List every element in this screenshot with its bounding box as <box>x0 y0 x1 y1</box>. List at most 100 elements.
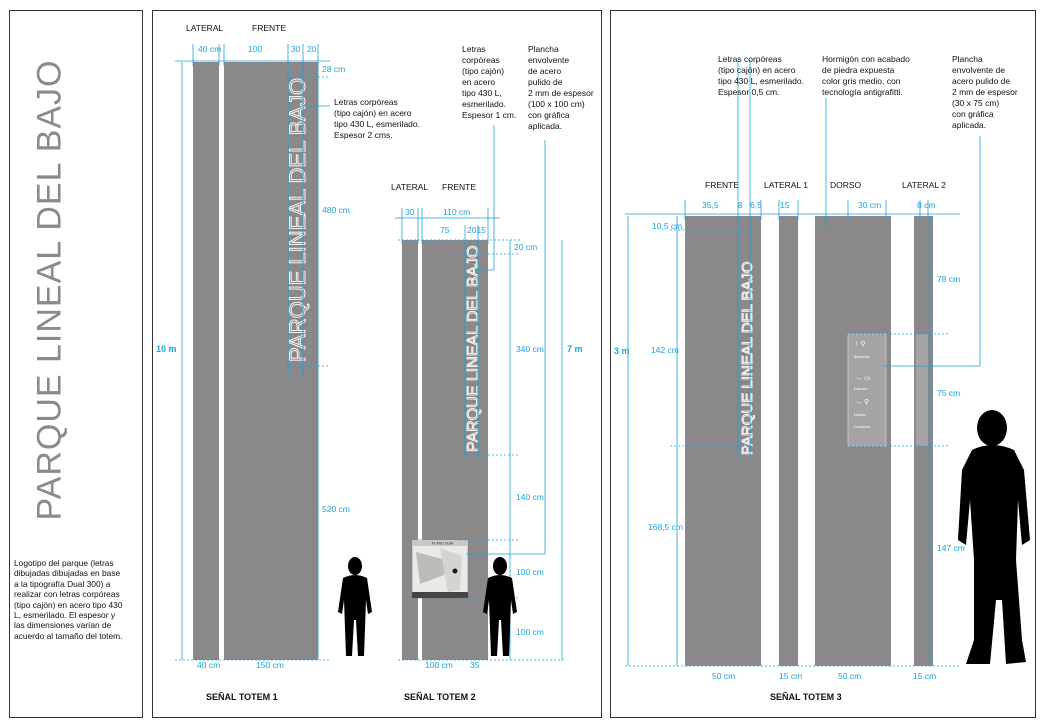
totem3-plate-note-3: acero pulido de <box>952 76 1010 86</box>
person-silhouette-1 <box>338 557 372 656</box>
totem2-plate-note: Plancha envolvente de acero pulido de 2 … <box>528 44 594 131</box>
totem3-dim-bottom-50a: 50 cm <box>712 671 735 681</box>
totem2-plate-note-4: pulido de <box>528 77 563 87</box>
totem3-lateral2-label: LATERAL 2 <box>902 180 946 190</box>
totem3-dim-8: 8 <box>738 200 743 210</box>
totem2-dim-340: 340 cm <box>516 344 544 354</box>
totem3-plate-line-2: Estación <box>854 387 867 391</box>
totem1-dim-top-30: 30 <box>291 44 301 54</box>
totem3-dim-75: 75 cm <box>937 388 960 398</box>
totem1-note-line-1: Letras corpóreas <box>334 97 398 107</box>
totem3-dim-142: 142 cm <box>651 345 679 355</box>
arrow-up-icon: ↑ ⚲ <box>855 340 866 348</box>
totem3-concrete-note-1: Hormigón con acabado <box>822 54 910 64</box>
totem3-dim-78: 78 cm <box>937 274 960 284</box>
totem2-caption: SEÑAL TOTEM 2 <box>404 692 476 702</box>
totem1-caption: SEÑAL TOTEM 1 <box>206 692 278 702</box>
totem1-lateral-label: LATERAL <box>186 23 223 33</box>
totem3-dim-bottom-15a: 15 cm <box>779 671 802 681</box>
person-silhouette-3 <box>958 410 1030 664</box>
totem2-letters-note-7: Espesor 1 cm. <box>462 110 516 120</box>
totem3-letters-note-4: Espesor 0,5 cm. <box>718 87 779 97</box>
totem2-letters-note-5: tipo 430 L, <box>462 88 502 98</box>
totem3-dim-105: 10,5 cm <box>652 221 682 231</box>
totem2-plate-note-6: (100 x 100 cm) <box>528 99 585 109</box>
totem3-letters-note: Letras corpóreas (tipo cajón) en acero t… <box>718 54 804 97</box>
totem3-plate-note-2: envolvente de <box>952 65 1005 75</box>
totem3-letters-note-3: tipo 430 L, esmerilado. <box>718 76 804 86</box>
totem1-dim-total: 10 m <box>156 344 177 354</box>
totem1-dim-top-20: 20 <box>307 44 317 54</box>
totem3-frente-label: FRENTE <box>705 180 739 190</box>
totem3-dim-bottom-15b: 15 cm <box>913 671 936 681</box>
person-silhouette-2 <box>483 557 517 656</box>
totem2-frente-label: FRENTE <box>442 182 476 192</box>
totem2-plate-note-3: de acero <box>528 66 561 76</box>
totem3-dim-65: 6,5 <box>750 200 762 210</box>
totem2-dim-bottom-35: 35 <box>470 660 480 670</box>
totem3-letters-note-2: (tipo cajón) en acero <box>718 65 796 75</box>
totem3-dim-1685: 168,5 cm <box>648 522 683 532</box>
totem1-dim-top-40: 40 cm <box>198 44 221 54</box>
totem3-plate-line-1: Bicisenda <box>854 355 869 359</box>
totem1-dim-480: 480 cm <box>322 205 350 215</box>
totem1-dim-520: 520 cm <box>322 504 350 514</box>
totem2-logo: PARQUE LINEAL DEL BAJO <box>465 245 482 452</box>
totem1-logo: PARQUE LINEAL DEL BAJO <box>285 78 310 362</box>
totem2-letters-note: Letras corpóreas (tipo cajón) en acero t… <box>462 44 516 120</box>
totem2-dim-100a: 100 cm <box>516 567 544 577</box>
totem1-dim-top-100: 100 <box>248 44 262 54</box>
totem2-plate-note-5: 2 mm de espesor <box>528 88 594 98</box>
totem2-letters-note-4: en acero <box>462 77 495 87</box>
totem2-dim-bottom-100: 100 cm <box>425 660 453 670</box>
arrow-right-walk-icon: → ⚲ <box>855 398 869 406</box>
totem3-dim-total: 3 m <box>614 346 630 356</box>
totem3-lateral1-body <box>779 216 798 666</box>
arrow-right-icon: → ▭ <box>855 375 871 382</box>
totem3-wayfinding-plate: ↑ ⚲ Bicisenda → ▭ Estación → ⚲ Estadio C… <box>847 333 928 447</box>
totem2-dim-20: 20 cm <box>514 242 537 252</box>
totem2-lateral-label: LATERAL <box>391 182 428 192</box>
totem3-dim-147: 147 cm <box>937 543 965 553</box>
totem1-note-line-2: (tipo cajón) en acero <box>334 108 412 118</box>
totem2-dim-75: 75 <box>440 225 450 235</box>
totem2-letters-note-1: Letras <box>462 44 486 54</box>
totem2-dim-total: 7 m <box>567 344 583 354</box>
totem3-plate-line-4: Costanera <box>854 425 870 429</box>
totem3-dim-355: 35,5 <box>702 200 719 210</box>
logo-description: Logotipo del parque (letras dibujadas di… <box>14 558 123 641</box>
totem2-letters-note-3: (tipo cajón) <box>462 66 504 76</box>
totem3-frente-body <box>685 216 761 666</box>
totem2-dim-30: 30 <box>405 207 415 217</box>
totem3-dim-15: 15 <box>780 200 790 210</box>
totem1-frente-body <box>224 62 318 660</box>
totem3-caption: SEÑAL TOTEM 3 <box>770 692 842 702</box>
totem1-frente-label: FRENTE <box>252 23 286 33</box>
totem3-dim-8b: 8 cm <box>917 200 935 210</box>
totem2-dim-110: 110 cm <box>443 207 470 217</box>
totem3-dorso-label: DORSO <box>830 180 862 190</box>
totem3-concrete-note-3: color gris medio, con <box>822 76 901 86</box>
totem3-plate-line-3: Estadio <box>854 413 866 417</box>
logo-panel <box>9 10 143 718</box>
totem1-dim-28: 28 cm <box>322 64 345 74</box>
totem3-concrete-note: Hormigón con acabado de piedra expuesta … <box>822 54 910 97</box>
totem2-map-label: PLANO GUÍA <box>432 542 454 546</box>
totem1-note-line-4: Espesor 2 cms. <box>334 130 393 140</box>
totem2-dim-100b: 100 cm <box>516 627 544 637</box>
totem3-plate-note: Plancha envolvente de acero pulido de 2 … <box>952 54 1018 130</box>
totem2-plate-note-8: aplicada. <box>528 121 562 131</box>
totem2-map-plate: PLANO GUÍA <box>411 539 469 599</box>
totem1-lateral-body <box>193 62 219 660</box>
totem2-plate-note-7: con gráfica <box>528 110 570 120</box>
totem2-dim-2015: 2015 <box>467 225 486 235</box>
totem2-letters-note-2: corpóreas <box>462 55 500 65</box>
totem3-plate-note-7: aplicada. <box>952 120 986 130</box>
totem3-plate-note-4: 2 mm de espesor <box>952 87 1018 97</box>
totem3-letters-note-1: Letras corpóreas <box>718 54 782 64</box>
totem3-plate-note-5: (30 x 75 cm) <box>952 98 999 108</box>
totem3-plate-note-1: Plancha <box>952 54 983 64</box>
totem1-dim-bottom-150: 150 cm <box>256 660 284 670</box>
totem3-concrete-note-4: tecnología antigrafitti. <box>822 87 903 97</box>
